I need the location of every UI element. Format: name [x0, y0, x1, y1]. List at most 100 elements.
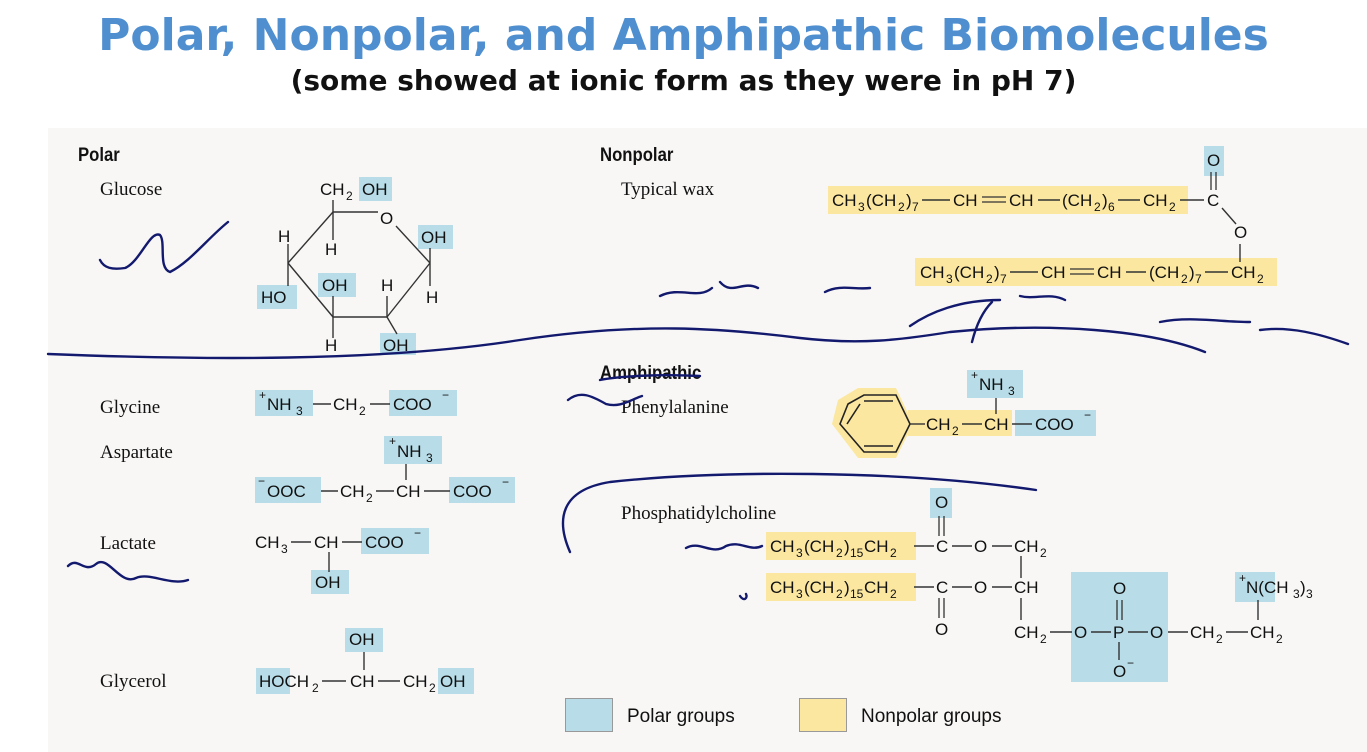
svg-text:+: + — [1239, 571, 1246, 585]
svg-text:): ) — [844, 537, 850, 556]
svg-text:(CH: (CH — [804, 578, 834, 597]
svg-text:CH: CH — [1190, 623, 1215, 642]
handwritten-annotations — [46, 220, 1350, 601]
svg-text:NH: NH — [267, 395, 292, 414]
svg-text:−: − — [442, 388, 449, 402]
svg-text:CH: CH — [1250, 623, 1275, 642]
svg-text:2: 2 — [1257, 272, 1264, 286]
svg-text:OH: OH — [349, 630, 375, 649]
label-glycine: Glycine — [100, 397, 161, 418]
svg-text:): ) — [906, 191, 912, 210]
svg-text:3: 3 — [796, 587, 803, 601]
svg-text:): ) — [1102, 191, 1108, 210]
svg-text:CH: CH — [832, 191, 857, 210]
label-phenylalanine: Phenylalanine — [621, 397, 729, 418]
svg-text:7: 7 — [1000, 272, 1007, 286]
svg-text:COO: COO — [365, 533, 404, 552]
section-amphipathic: Amphipathic — [600, 363, 702, 384]
svg-text:2: 2 — [429, 681, 436, 695]
svg-text:3: 3 — [1008, 384, 1015, 398]
svg-text:CH: CH — [920, 263, 945, 282]
svg-text:N(CH: N(CH — [1246, 578, 1289, 597]
svg-text:COO: COO — [393, 395, 432, 414]
svg-text:CH: CH — [314, 533, 339, 552]
legend-label-nonpolar: Nonpolar groups — [861, 706, 1002, 727]
svg-text:HOCH: HOCH — [259, 672, 309, 691]
label-glycerol: Glycerol — [100, 671, 167, 692]
svg-text:O: O — [1113, 662, 1126, 681]
svg-text:O: O — [935, 620, 948, 639]
svg-text:OOC: OOC — [267, 482, 306, 501]
svg-text:O: O — [1207, 151, 1220, 170]
svg-text:OH: OH — [315, 573, 341, 592]
svg-text:2: 2 — [312, 681, 319, 695]
svg-text:+: + — [389, 434, 396, 448]
svg-text:−: − — [1127, 656, 1134, 670]
page-title: Polar, Nonpolar, and Amphipathic Biomole… — [98, 10, 1269, 61]
svg-text:(CH: (CH — [866, 191, 896, 210]
svg-text:−: − — [414, 526, 421, 540]
svg-text:2: 2 — [1094, 200, 1101, 214]
svg-text:): ) — [1300, 578, 1306, 597]
svg-text:2: 2 — [890, 587, 897, 601]
svg-text:CH: CH — [770, 537, 795, 556]
legend-swatch-nonpolar — [799, 698, 847, 732]
svg-text:2: 2 — [1216, 632, 1223, 646]
svg-text:CH: CH — [333, 395, 358, 414]
svg-text:2: 2 — [1276, 632, 1283, 646]
svg-text:C: C — [936, 537, 948, 556]
svg-text:7: 7 — [1195, 272, 1202, 286]
svg-text:COO: COO — [453, 482, 492, 501]
svg-text:CH: CH — [350, 672, 375, 691]
label-wax: Typical wax — [621, 179, 715, 200]
svg-text:COO: COO — [1035, 415, 1074, 434]
svg-text:C: C — [936, 578, 948, 597]
svg-text:CH: CH — [1014, 623, 1039, 642]
svg-text:O: O — [974, 578, 987, 597]
svg-text:OH: OH — [383, 336, 409, 355]
label-glucose: Glucose — [100, 179, 163, 200]
svg-text:CH: CH — [1143, 191, 1168, 210]
svg-text:7: 7 — [912, 200, 919, 214]
section-nonpolar: Nonpolar — [600, 145, 674, 166]
svg-text:(CH: (CH — [954, 263, 984, 282]
svg-text:CH: CH — [1014, 578, 1039, 597]
svg-text:3: 3 — [946, 272, 953, 286]
svg-text:3: 3 — [1306, 587, 1313, 601]
svg-text:2: 2 — [898, 200, 905, 214]
svg-text:−: − — [1084, 408, 1091, 422]
svg-text:3: 3 — [796, 546, 803, 560]
svg-text:C: C — [1207, 191, 1219, 210]
legend-label-polar: Polar groups — [627, 706, 735, 727]
svg-text:3: 3 — [296, 404, 303, 418]
svg-text:CH: CH — [1014, 537, 1039, 556]
svg-text:2: 2 — [366, 491, 373, 505]
svg-text:H: H — [426, 288, 438, 307]
svg-text:2: 2 — [1040, 546, 1047, 560]
svg-text:CH: CH — [340, 482, 365, 501]
svg-text:−: − — [502, 475, 509, 489]
svg-text:CH: CH — [864, 578, 889, 597]
svg-text:): ) — [844, 578, 850, 597]
svg-text:3: 3 — [1293, 587, 1300, 601]
svg-text:NH: NH — [979, 375, 1004, 394]
svg-text:(CH: (CH — [1149, 263, 1179, 282]
svg-text:CH: CH — [396, 482, 421, 501]
svg-text:CH: CH — [1009, 191, 1034, 210]
svg-text:P: P — [1113, 623, 1124, 642]
svg-text:−: − — [258, 474, 265, 488]
svg-text:2: 2 — [836, 546, 843, 560]
svg-text:): ) — [1189, 263, 1195, 282]
svg-text:CH: CH — [926, 415, 951, 434]
svg-text:+: + — [259, 388, 266, 402]
svg-text:O: O — [1234, 223, 1247, 242]
svg-text:3: 3 — [426, 451, 433, 465]
svg-text:2: 2 — [1040, 632, 1047, 646]
svg-text:2: 2 — [1169, 200, 1176, 214]
svg-text:CH: CH — [984, 415, 1009, 434]
label-phosphatidylcholine: Phosphatidylcholine — [621, 503, 777, 524]
svg-text:H: H — [381, 276, 393, 295]
